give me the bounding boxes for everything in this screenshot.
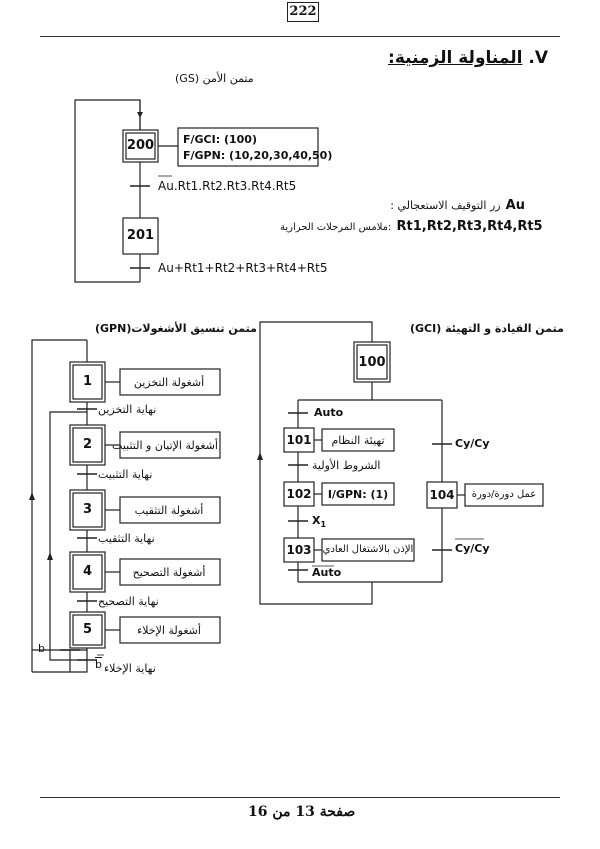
gpn-transition-2: نهاية التثبيت <box>98 468 153 481</box>
gs-action-gci: F/GCI: (100) <box>183 133 257 146</box>
gs-step-200: 200 <box>126 138 155 153</box>
gpn-action-3: أشغولة التثقيب <box>134 504 204 517</box>
legend-au: Au زر التوقيف الاستعجالي : <box>390 194 525 213</box>
gpn-action-5: أشغولة الإخلاء <box>137 624 201 637</box>
gci-step-103: 103 <box>286 543 312 557</box>
gpn-b-label: b <box>38 642 45 655</box>
gpn-action-2: أشغولة الإتيان و التثبيت <box>112 439 218 452</box>
gpn-step-2: 2 <box>82 437 93 452</box>
gpn-action-1: أشغولة التخزين <box>133 376 205 389</box>
gci-step-101: 101 <box>286 433 312 447</box>
gpn-transition-1: نهاية التخزين <box>98 403 157 416</box>
gpn-transition-3: نهاية التثقيب <box>98 532 155 545</box>
gs-transition-2: Au+Rt1+Rt2+Rt3+Rt4+Rt5 <box>158 261 328 275</box>
legend-rt-code: Rt1,Rt2,Rt3,Rt4,Rt5 <box>396 219 543 234</box>
legend-au-text: زر التوقيف الاستعجالي : <box>390 199 501 212</box>
gpn-transition-4: نهاية التصحيح <box>98 595 159 608</box>
gpn-action-4: أشغولة التصحيح <box>132 566 206 579</box>
gpn-transition-5: نهاية الإخلاء <box>104 662 156 675</box>
section-number: V. <box>528 48 548 68</box>
gpn-b-bar-label: b <box>95 658 102 671</box>
gpn-step-4: 4 <box>82 564 93 579</box>
gs-transition-1: Au.Rt1.Rt2.Rt3.Rt4.Rt5 <box>158 179 297 193</box>
gci-action-103: الإذن بالاشتغال العادي <box>322 544 414 555</box>
gs-step-201: 201 <box>126 228 155 243</box>
gci-transition-auto: Auto <box>314 406 344 419</box>
gci-step-104: 104 <box>429 488 455 502</box>
gci-step-100: 100 <box>358 355 386 370</box>
section-heading: V. المناولة الزمنية: <box>388 48 548 68</box>
gs-action-gpn: F/GPN: (10,20,30,40,50) <box>183 149 333 162</box>
legend-rt-text: ملامس المرحلات الحرارية: <box>280 222 392 233</box>
gpn-title: متمن تنسيق الأشغولات(GPN) <box>95 322 257 335</box>
gpn-step-5: 5 <box>82 622 93 637</box>
legend-rt: ملامس المرحلات الحرارية: Rt1,Rt2,Rt3,Rt4… <box>280 215 543 234</box>
gci-action-102: I/GPN: (1) <box>327 488 389 501</box>
gci-title: متمن القيادة و التهيئة (GCI) <box>410 322 564 335</box>
gpn-step-3: 3 <box>82 502 93 517</box>
gci-action-101: تهيئة النظام <box>331 434 385 447</box>
gs-title: متمن الأمن (GS) <box>175 72 254 85</box>
gci-transition-cycy: Cy/Cy <box>455 437 490 450</box>
gs-diagram <box>74 99 319 283</box>
gci-transition-init: الشروط الأولية <box>312 459 381 472</box>
page-number: 222 <box>287 2 319 22</box>
gci-transition-auto-bar: Auto <box>312 566 342 579</box>
legend-au-code: Au <box>505 198 525 213</box>
gci-action-104: عمل دورة/دورة <box>471 489 537 500</box>
bottom-rule <box>40 797 560 798</box>
gpn-step-1: 1 <box>82 374 93 389</box>
gci-x1-letter: X <box>312 514 321 527</box>
footer-page-label: صفحة 13 من 16 <box>248 804 356 820</box>
gci-transition-cycy-bar: Cy/Cy <box>455 542 490 555</box>
gci-step-102: 102 <box>286 487 312 501</box>
gci-transition-x1: X1 <box>312 514 326 529</box>
top-rule <box>40 36 560 37</box>
section-title: المناولة الزمنية: <box>388 48 523 68</box>
gci-x1-sub: 1 <box>320 520 327 530</box>
